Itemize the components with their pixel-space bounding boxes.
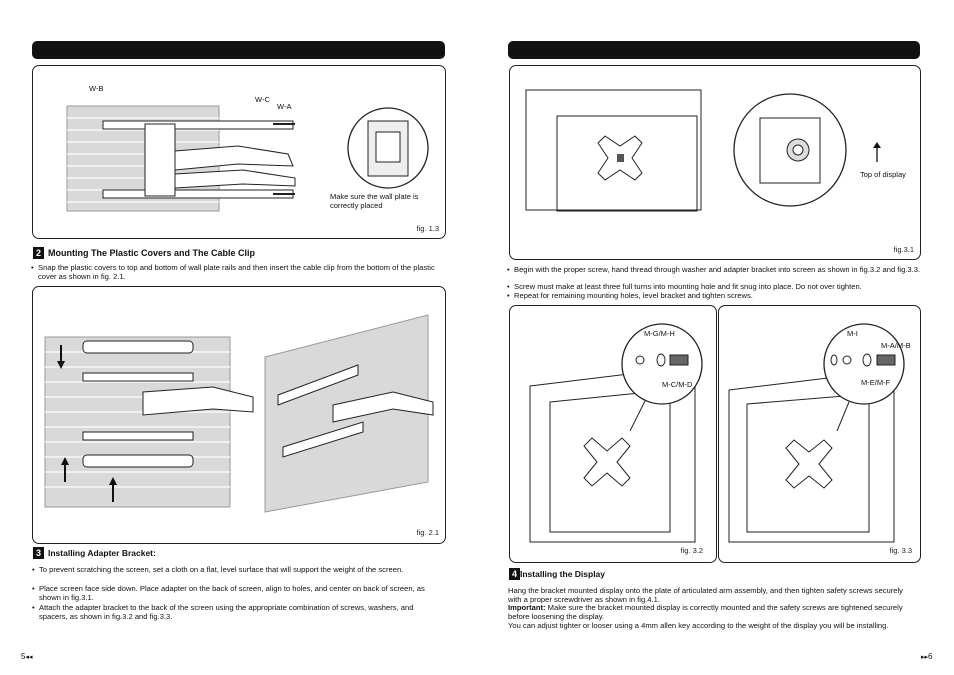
bullet-text: Repeat for remaining mounting holes, lev… bbox=[514, 291, 753, 300]
section-number: 3 bbox=[33, 547, 44, 559]
important-text: Make sure the bracket mounted display is… bbox=[508, 603, 903, 622]
wall-plate-note: Make sure the wall plate is correctly pl… bbox=[330, 192, 419, 210]
figure-2-1-panel: fig. 2.1 bbox=[32, 286, 446, 544]
section-title: Mounting The Plastic Covers and The Cabl… bbox=[48, 248, 256, 258]
bullet-text: Screw must make at least three full turn… bbox=[514, 282, 862, 291]
figure-caption: fig. 1.3 bbox=[416, 224, 439, 233]
plastic-covers-illustration bbox=[44, 314, 434, 513]
page-number-left: 5◂◂ bbox=[21, 652, 32, 661]
section-title: Installing Adapter Bracket: bbox=[48, 548, 156, 558]
label-w-b: W-B bbox=[89, 84, 104, 93]
figure-caption: fig. 2.1 bbox=[416, 528, 439, 537]
screw-attachment-fig-3-2 bbox=[529, 323, 703, 543]
label-m-i: M-I bbox=[847, 329, 858, 338]
right-bullet-2: •Screw must make at least three full tur… bbox=[507, 282, 862, 291]
section-number: 2 bbox=[33, 247, 44, 259]
page-number: 5 bbox=[21, 652, 26, 661]
section-4-heading: 4 Installing the Display bbox=[509, 568, 605, 580]
screw-attachment-fig-3-3 bbox=[728, 323, 905, 543]
figure-caption: fig.3.1 bbox=[893, 245, 914, 254]
right-bullet-1: •Begin with the proper screw, hand threa… bbox=[507, 265, 921, 274]
label-m-e-m-f: M-E/M-F bbox=[861, 378, 891, 387]
important-label: Important: bbox=[508, 603, 546, 612]
section-4-important: Important: Make sure the bracket mounted… bbox=[508, 603, 920, 621]
section-3-bullet-3: •Attach the adapter bracket to the back … bbox=[32, 603, 414, 622]
section-4-paragraph-3: You can adjust tighter or looser using a… bbox=[508, 621, 889, 630]
figure-caption: fig. 3.2 bbox=[680, 546, 703, 555]
section-4-paragraph-1: Hang the bracket mounted display onto th… bbox=[508, 586, 903, 605]
top-of-display-label: Top of display bbox=[860, 170, 906, 179]
label-w-c: W-C bbox=[255, 95, 270, 104]
section-title: Installing the Display bbox=[520, 569, 606, 579]
label-m-g-m-h: M-G/M-H bbox=[644, 329, 675, 338]
figure-3-2-panel: M-G/M-H M-C/M-D fig. 3.2 bbox=[509, 305, 717, 563]
bullet-text: Attach the adapter bracket to the back o… bbox=[39, 603, 414, 622]
left-header-bar bbox=[32, 41, 445, 59]
figure-caption: fig. 3.3 bbox=[889, 546, 912, 555]
label-w-a: W-A bbox=[277, 102, 292, 111]
wall-plate-illustration bbox=[66, 105, 429, 212]
bullet-text: Place screen face side down. Place adapt… bbox=[39, 584, 425, 603]
arrow-left-icon: ◂◂ bbox=[25, 654, 33, 661]
label-m-a-m-b: M-A/M-B bbox=[881, 341, 911, 350]
page-number-right: ▸▸6 bbox=[921, 652, 932, 661]
section-2-bullet: •Snap the plastic covers to top and bott… bbox=[31, 263, 435, 282]
page-number: 6 bbox=[928, 652, 933, 661]
section-3-bullet-1: •To prevent scratching the screen, set a… bbox=[32, 565, 404, 574]
bullet-text: Snap the plastic covers to top and botto… bbox=[38, 263, 435, 282]
section-3-bullet-2: •Place screen face side down. Place adap… bbox=[32, 584, 425, 603]
right-header-bar bbox=[508, 41, 920, 59]
bullet-text: Begin with the proper screw, hand thread… bbox=[514, 265, 921, 274]
arrow-right-icon: ▸▸ bbox=[921, 654, 929, 661]
section-number: 4 bbox=[509, 568, 520, 580]
section-2-heading: 2 Mounting The Plastic Covers and The Ca… bbox=[33, 247, 255, 259]
figure-3-1-panel: Top of display fig.3.1 bbox=[509, 65, 921, 260]
figure-3-3-panel: M-I M-A/M-B M-E/M-F fig. 3.3 bbox=[718, 305, 921, 563]
right-bullet-3: •Repeat for remaining mounting holes, le… bbox=[507, 291, 753, 300]
bullet-text: To prevent scratching the screen, set a … bbox=[39, 565, 404, 574]
figure-1-3-panel: W-B W-C W-A Make sure the wall plate is … bbox=[32, 65, 446, 239]
label-m-c-m-d: M-C/M-D bbox=[662, 380, 693, 389]
section-3-heading: 3 Installing Adapter Bracket: bbox=[33, 547, 156, 559]
adapter-back-of-screen bbox=[525, 89, 881, 212]
